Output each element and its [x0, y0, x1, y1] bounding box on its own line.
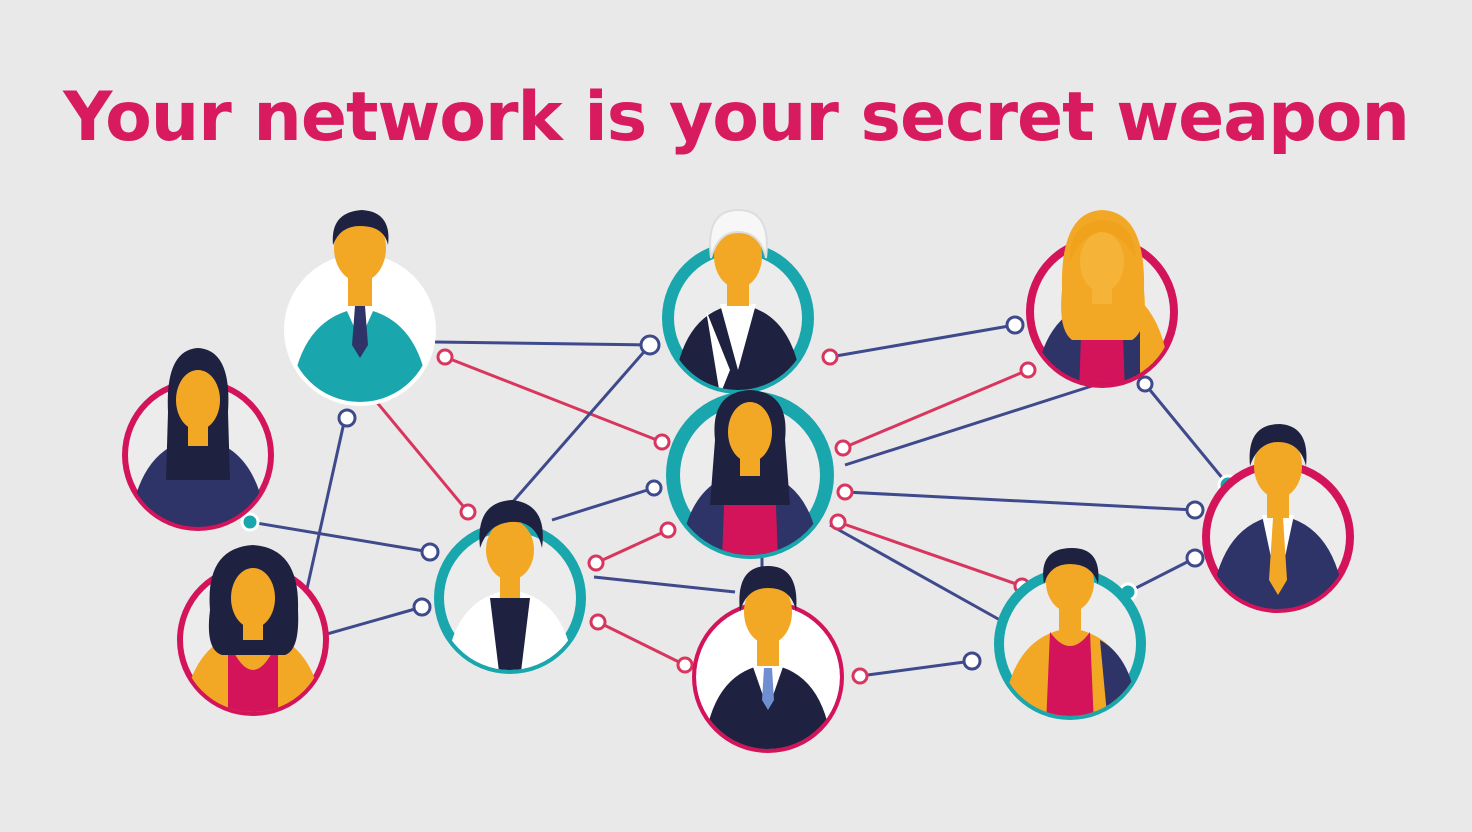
avatar-woman-bottom-left [177, 545, 329, 720]
avatar-man-bottom-center [692, 566, 844, 760]
avatar-woman-top-right [1026, 210, 1178, 395]
avatar-man-top-center [662, 210, 814, 400]
avatar-woman-left [122, 348, 274, 540]
avatar-person-center-left [434, 500, 586, 680]
avatar-man-bottom-right [994, 548, 1146, 725]
avatar-man-top-left [284, 210, 436, 410]
avatar-woman-center [666, 390, 834, 560]
avatar-man-right [1202, 424, 1354, 620]
